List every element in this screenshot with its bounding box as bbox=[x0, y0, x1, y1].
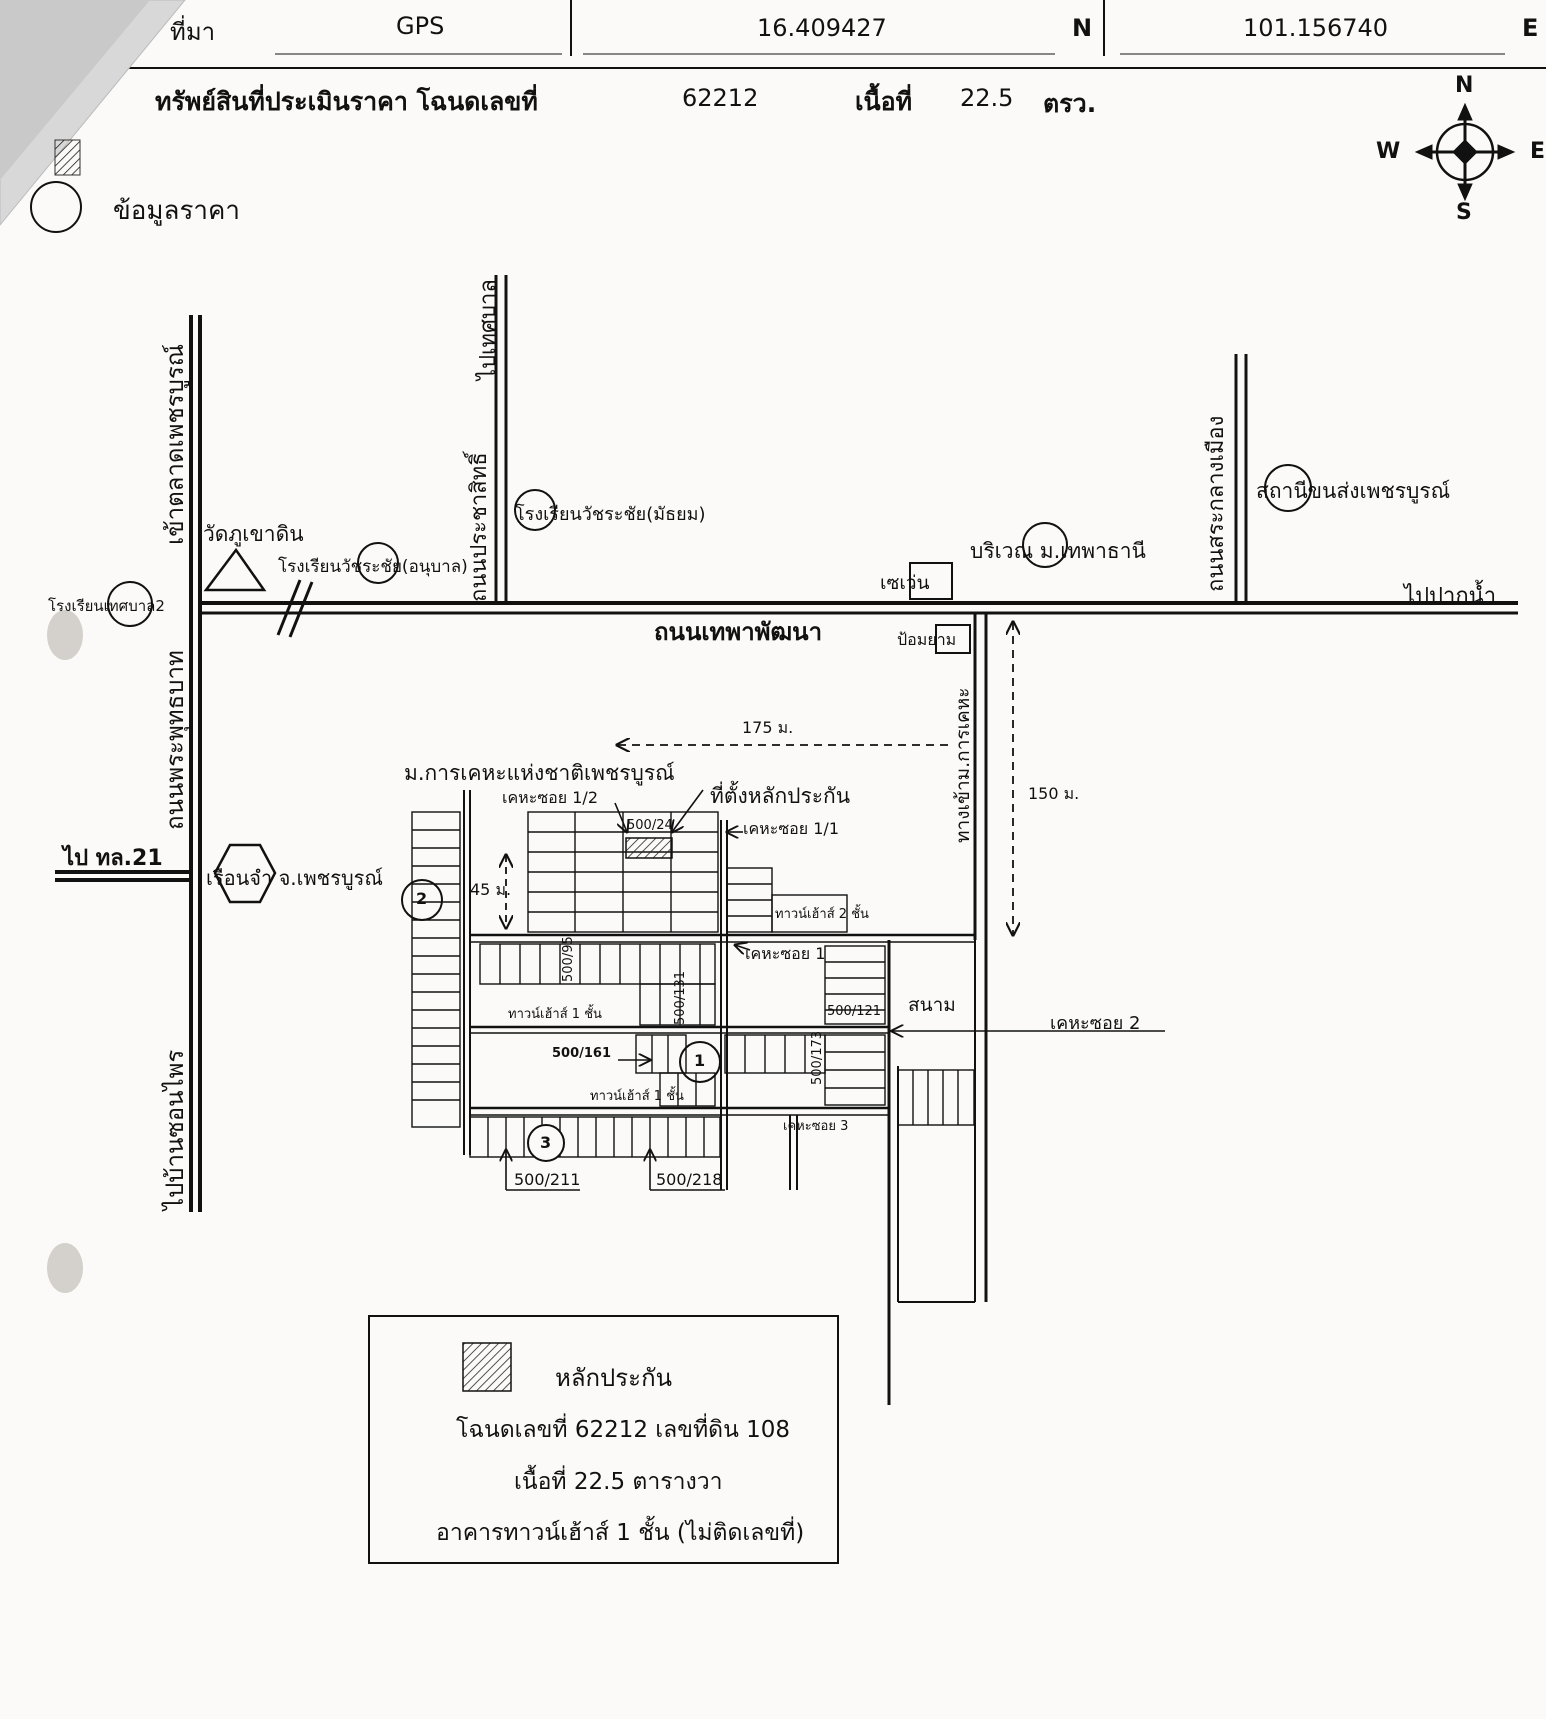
wat-triangle bbox=[203, 547, 267, 592]
plot-500-211: 500/211 bbox=[514, 1170, 581, 1189]
road-label-entrance: ทางเข้าม.การเคหะ bbox=[952, 687, 974, 844]
townhouse-1-floor-label-b: ทาวน์เฮ้าส์ 1 ชั้น bbox=[590, 1089, 684, 1104]
lat-dir: N bbox=[1072, 14, 1093, 42]
place-collateral-location: ที่ตั้งหลักประกัน bbox=[710, 784, 851, 808]
distance-175: 175 ม. bbox=[742, 718, 794, 737]
marker-1: 1 bbox=[694, 1051, 706, 1070]
legend-box bbox=[368, 1315, 839, 1564]
rail-mark bbox=[276, 579, 302, 636]
plot-500-121: 500/121 bbox=[827, 1004, 882, 1019]
roads bbox=[55, 275, 1518, 1405]
compass-w: W bbox=[1376, 139, 1401, 164]
longitude-value: 101.156740 bbox=[1243, 14, 1389, 42]
punch-hole-top bbox=[47, 610, 83, 660]
soi-2-label: เคหะซอย 2 bbox=[1050, 1013, 1141, 1034]
road-label-sonphrai: ไปบ้านซอนไพร bbox=[161, 1049, 189, 1210]
soi-1-1-label: เคหะซอย 1/1 bbox=[743, 819, 839, 838]
road-label-tessaban: ไปเทศบาล bbox=[476, 279, 501, 380]
legend-title: หลักประกัน bbox=[555, 1364, 673, 1392]
road-label-phraphutthabat: ถนนพระพุทธบาท bbox=[161, 650, 189, 830]
hatch-legend-small bbox=[54, 139, 81, 176]
compass-rose bbox=[1414, 102, 1516, 202]
collateral-parcel bbox=[625, 837, 673, 859]
road-label-tl21: ไป ทล.21 bbox=[63, 846, 163, 871]
deed-number: 62212 bbox=[682, 84, 759, 112]
plot-500-95: 500/95 bbox=[561, 936, 576, 982]
legend-line-3: อาคารทาวน์เฮ้าส์ 1 ชั้น (ไม่ติดเลขที่) bbox=[436, 1520, 805, 1546]
header-table bbox=[0, 0, 1546, 69]
prison-hexagon bbox=[213, 843, 277, 904]
punch-hole-bottom bbox=[47, 1243, 83, 1293]
plot-500-161: 500/161 bbox=[552, 1046, 612, 1061]
price-circle-legend bbox=[30, 181, 82, 233]
legend-line-1: โฉนดเลขที่ 62212 เลขที่ดิน 108 bbox=[456, 1417, 791, 1443]
place-police-box: ป้อมยาม bbox=[897, 630, 957, 649]
soi-1-2-label: เคหะซอย 1/2 bbox=[502, 788, 598, 807]
source-label: ที่มา bbox=[170, 18, 216, 46]
soi-1-label: เคหะซอย 1 bbox=[745, 944, 826, 963]
gps-label: GPS bbox=[396, 12, 445, 40]
lon-dir: E bbox=[1522, 14, 1539, 42]
plot-500-24: 500/24 bbox=[627, 818, 673, 833]
distance-45: 45 ม. bbox=[470, 880, 512, 899]
police-box bbox=[935, 624, 971, 654]
place-school-secondary: โรงเรียนวัชระชัย(มัธยม) bbox=[515, 504, 706, 525]
soi-3-label: เคหะซอย 3 bbox=[783, 1119, 849, 1134]
building-row-soi3 bbox=[469, 1116, 721, 1158]
compass-n: N bbox=[1455, 73, 1474, 98]
road-label-thepa: ถนนเทพาพัฒนา bbox=[654, 618, 823, 646]
price-info-label: ข้อมูลราคา bbox=[113, 196, 241, 226]
legend-line-2: เนื้อที่ 22.5 ตารางวา bbox=[514, 1469, 723, 1495]
marker-3: 3 bbox=[540, 1133, 552, 1152]
building-west bbox=[411, 811, 461, 1128]
plot-500-131: 500/131 bbox=[673, 970, 688, 1025]
building-north-block bbox=[527, 811, 848, 933]
distance-150: 150 ม. bbox=[1028, 784, 1080, 803]
area-label: เนื้อที่ bbox=[855, 87, 913, 116]
place-field: สนาม bbox=[908, 994, 956, 1016]
place-school-muni2: โรงเรียนเทศบาล2 bbox=[48, 597, 165, 615]
latitude-value: 16.409427 bbox=[757, 14, 887, 42]
townhouse-2-floor-label: ทาวน์เฮ้าส์ 2 ชั้น bbox=[775, 907, 869, 922]
townhouse-1-floor-label-a: ทาวน์เฮ้าส์ 1 ชั้น bbox=[508, 1007, 602, 1022]
place-seven: เซเว่น bbox=[880, 572, 930, 594]
road-label-market: เข้าตลาดเพชรบูรณ์ bbox=[161, 343, 189, 545]
road-label-paknam: ไปปากน้ำ bbox=[1404, 584, 1497, 609]
compass-s: S bbox=[1456, 200, 1472, 225]
area-unit: ตรว. bbox=[1043, 89, 1097, 118]
road-label-sakang: ถนนสระกลางเมือง bbox=[1204, 415, 1229, 592]
plot-500-218: 500/218 bbox=[656, 1170, 723, 1189]
area-value: 22.5 bbox=[960, 84, 1014, 112]
place-wat: วัดภูเขาดิน bbox=[203, 522, 304, 546]
plot-500-173: 500/173 bbox=[810, 1030, 825, 1085]
place-housing-project: ม.การเคหะแห่งชาติเพชรบูรณ์ bbox=[404, 761, 675, 785]
property-title: ทรัพย์สินที่ประเมินราคา โฉนดเลขที่ bbox=[155, 87, 538, 116]
place-tepa-area: บริเวณ ม.เทพาธานี bbox=[970, 539, 1146, 563]
building-row-soi2 bbox=[635, 1034, 975, 1126]
place-school-kinder: โรงเรียนวัชระชัย(อนุบาล) bbox=[278, 557, 468, 577]
building-row-soi1 bbox=[479, 943, 886, 1026]
compass-e: E bbox=[1530, 139, 1546, 164]
seven-box bbox=[909, 562, 953, 600]
place-prison: เรือนจำ จ.เพชรบูรณ์ bbox=[206, 866, 383, 890]
marker-2: 2 bbox=[416, 889, 428, 908]
place-transport-station: สถานีขนส่งเพชรบูรณ์ bbox=[1256, 479, 1451, 503]
